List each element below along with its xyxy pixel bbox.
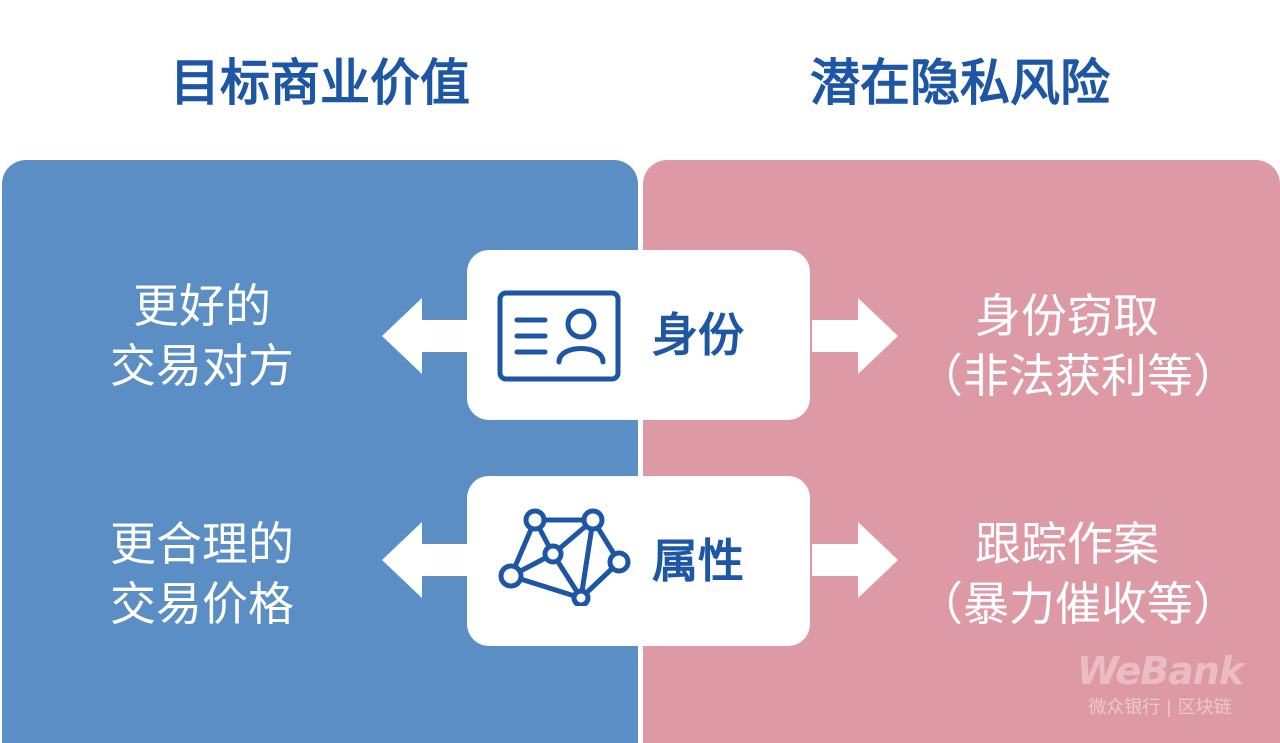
webank-watermark: WeBank 微众银行 | 区块链 xyxy=(1060,650,1260,722)
arrow-left-icon xyxy=(382,522,468,598)
business-value-panel xyxy=(2,160,638,743)
risk-line-2: （非法获利等） xyxy=(917,349,1239,403)
network-graph-icon xyxy=(498,508,631,606)
arrow-right-icon xyxy=(812,298,898,374)
privacy-risk-heading: 潜在隐私风险 xyxy=(810,54,1110,112)
value-line-2: 交易对方 xyxy=(110,339,294,393)
value-line-1: 更合理的 xyxy=(110,517,294,571)
identity-card: 身份 xyxy=(467,250,810,420)
arrow-right-icon xyxy=(812,522,898,598)
identity-label: 身份 xyxy=(652,308,744,362)
value-better-counterparty: 更好的 交易对方 xyxy=(52,276,352,396)
risk-identity-theft: 身份窃取 （非法获利等） xyxy=(917,286,1239,406)
arrow-left-icon xyxy=(382,298,468,374)
webank-subtitle: 微众银行 | 区块链 xyxy=(1088,697,1232,718)
value-line-2: 交易价格 xyxy=(110,577,294,631)
risk-line-1: 跟踪作案 xyxy=(975,517,1159,571)
id-card-icon xyxy=(497,290,621,382)
risk-line-1: 身份窃取 xyxy=(975,289,1159,343)
value-line-1: 更好的 xyxy=(133,279,271,333)
value-fairer-price: 更合理的 交易价格 xyxy=(52,514,352,634)
business-value-heading: 目标商业价值 xyxy=(170,54,470,112)
webank-logo: WeBank xyxy=(1076,649,1244,693)
attribute-card: 属性 xyxy=(467,476,810,646)
risk-line-2: （暴力催收等） xyxy=(917,577,1239,631)
risk-tracking-crime: 跟踪作案 （暴力催收等） xyxy=(917,514,1239,634)
attribute-label: 属性 xyxy=(652,534,744,588)
